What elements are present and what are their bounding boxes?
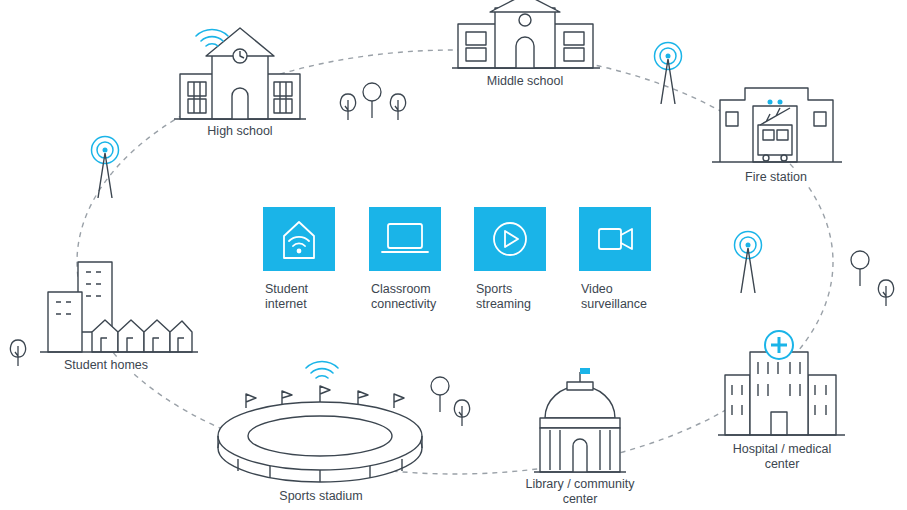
service-label: Classroom connectivity (369, 282, 459, 312)
service-label: Student internet (263, 282, 339, 312)
service-label: Sports streaming (474, 282, 558, 312)
place-label: High school (205, 124, 274, 139)
place-label: Library / community center (523, 477, 637, 507)
place-label: Fire station (743, 170, 809, 185)
place-label: Student homes (62, 358, 150, 373)
service-label: Video surveillance (579, 282, 663, 312)
place-label: Hospital / medical center (728, 442, 836, 472)
place-label: Middle school (485, 74, 565, 89)
place-label: Sports stadium (277, 489, 364, 504)
